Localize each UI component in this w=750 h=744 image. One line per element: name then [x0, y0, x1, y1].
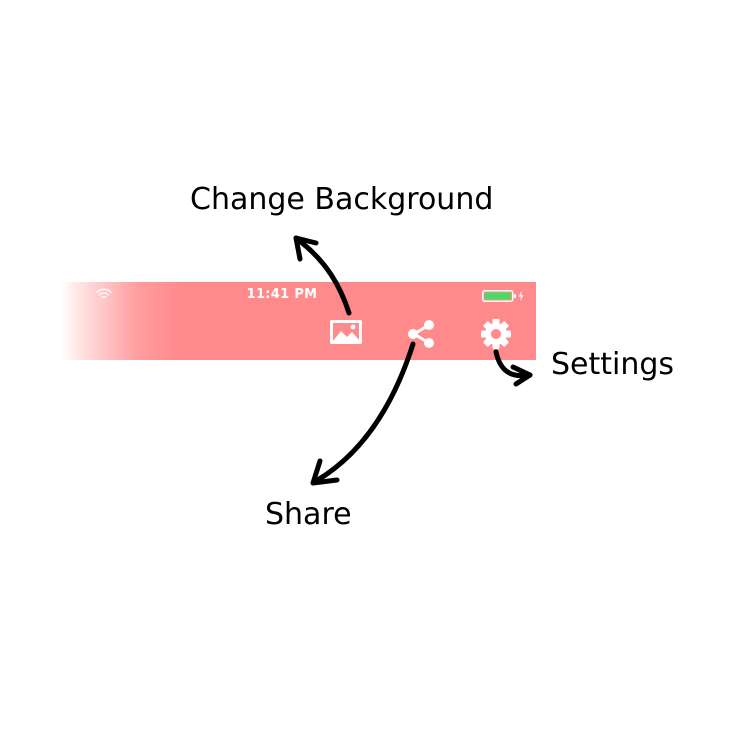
- battery-icon: [482, 290, 524, 302]
- gear-icon: [481, 319, 511, 349]
- settings-button[interactable]: [478, 316, 514, 352]
- image-icon: [330, 320, 362, 344]
- settings-label: Settings: [551, 347, 675, 382]
- share-label: Share: [265, 497, 352, 532]
- change-background-label: Change Background: [190, 182, 494, 217]
- status-time: 11:41 PM: [246, 287, 318, 302]
- arrow-share: [313, 341, 416, 484]
- share-button[interactable]: [404, 318, 438, 350]
- toolbar: [60, 282, 536, 360]
- change-background-button[interactable]: [328, 316, 364, 348]
- wifi-icon: [96, 288, 112, 299]
- share-icon: [408, 320, 434, 348]
